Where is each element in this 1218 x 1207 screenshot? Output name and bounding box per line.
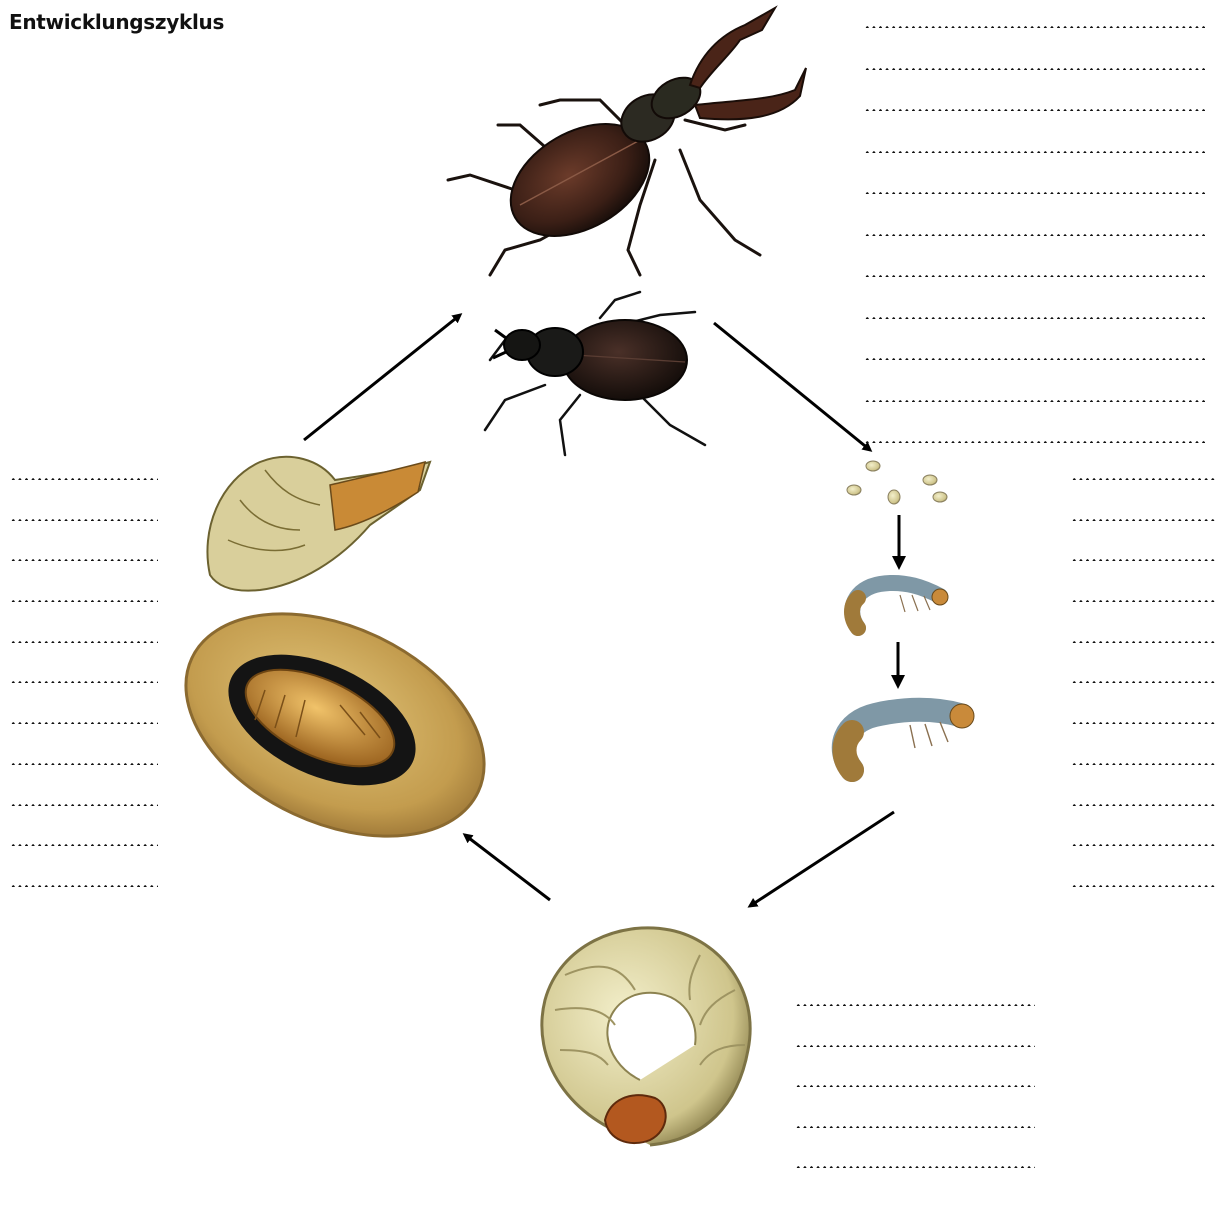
male-stag-beetle: [448, 8, 806, 275]
answer-line[interactable]: [1071, 722, 1215, 724]
answer-line[interactable]: [795, 1085, 1035, 1087]
answer-line[interactable]: [1071, 519, 1215, 521]
answer-line[interactable]: [1071, 804, 1215, 806]
answer-line[interactable]: [1071, 763, 1215, 765]
arrow-larva-to-grub: [750, 812, 894, 906]
answer-line[interactable]: [10, 681, 158, 683]
young-larva: [852, 583, 948, 628]
answer-line[interactable]: [864, 192, 1207, 194]
answer-line[interactable]: [10, 844, 158, 846]
answer-line[interactable]: [864, 26, 1207, 28]
answer-line[interactable]: [10, 478, 158, 480]
answer-line[interactable]: [1071, 681, 1215, 683]
answer-line[interactable]: [864, 234, 1207, 236]
answer-line[interactable]: [10, 804, 158, 806]
answer-lines-top-right: [864, 26, 1207, 483]
answer-line[interactable]: [10, 600, 158, 602]
answer-line[interactable]: [864, 68, 1207, 70]
answer-line[interactable]: [1071, 559, 1215, 561]
male-pupa: [207, 457, 430, 591]
answer-line[interactable]: [1071, 478, 1215, 480]
answer-line[interactable]: [864, 317, 1207, 319]
answer-line[interactable]: [10, 519, 158, 521]
answer-line[interactable]: [10, 885, 158, 887]
answer-line[interactable]: [864, 441, 1207, 443]
grub: [542, 928, 750, 1145]
answer-lines-right: [1071, 478, 1215, 926]
answer-line[interactable]: [864, 400, 1207, 402]
answer-line[interactable]: [10, 763, 158, 765]
answer-line[interactable]: [1071, 641, 1215, 643]
female-stag-beetle: [485, 292, 705, 455]
answer-line[interactable]: [864, 275, 1207, 277]
answer-lines-bottom: [795, 1004, 1035, 1207]
answer-line[interactable]: [864, 109, 1207, 111]
answer-line[interactable]: [1071, 885, 1215, 887]
answer-line[interactable]: [864, 358, 1207, 360]
arrow-beetle-to-eggs: [714, 323, 870, 450]
answer-line[interactable]: [1071, 600, 1215, 602]
answer-line[interactable]: [10, 641, 158, 643]
arrow-grub-to-cocoon: [465, 835, 550, 900]
answer-line[interactable]: [795, 1045, 1035, 1047]
answer-line[interactable]: [795, 1126, 1035, 1128]
answer-line[interactable]: [795, 1166, 1035, 1168]
larger-larva: [844, 704, 974, 770]
cocoon-with-pupa: [150, 569, 519, 880]
answer-line[interactable]: [10, 722, 158, 724]
answer-line[interactable]: [10, 559, 158, 561]
answer-lines-left: [10, 478, 158, 926]
answer-line[interactable]: [864, 151, 1207, 153]
answer-line[interactable]: [1071, 844, 1215, 846]
answer-line[interactable]: [795, 1004, 1035, 1006]
arrow-pupa-to-beetle: [304, 315, 460, 440]
